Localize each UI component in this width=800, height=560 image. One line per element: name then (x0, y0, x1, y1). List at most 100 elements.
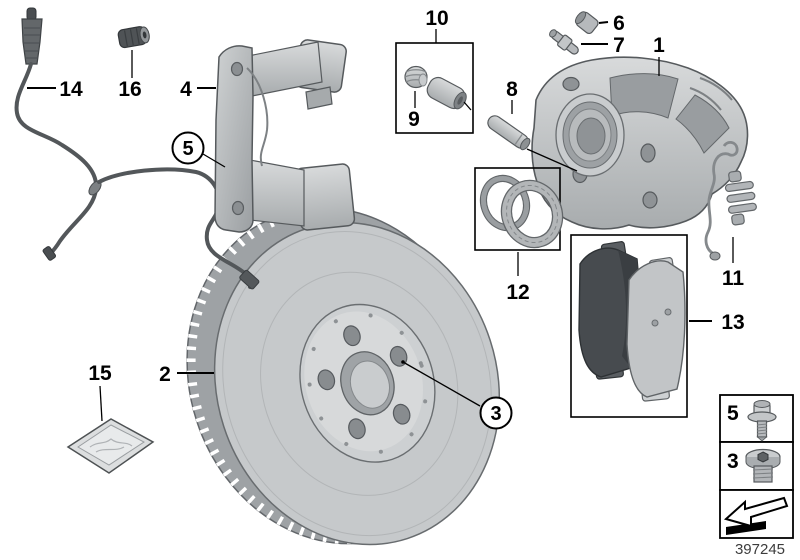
disc-hub (299, 303, 436, 463)
callout-16-label[interactable]: 16 (118, 78, 141, 101)
bushing-cap (404, 65, 428, 89)
dust-boot-inner-edge (510, 189, 554, 239)
sensor-body-ribs (24, 27, 40, 59)
caliper-piston-bore (555, 93, 625, 177)
plug-threads (752, 468, 774, 479)
disc-vane-band (186, 213, 389, 545)
callout-3-circle[interactable] (479, 396, 513, 430)
wheel-bolt-hole (317, 369, 336, 391)
brake-disc (186, 207, 501, 546)
packet-crinkles (89, 438, 133, 453)
disc-face-edge-ring (222, 230, 492, 537)
callout-7-label[interactable]: 7 (613, 34, 625, 57)
hub-center-bore-inner (349, 360, 390, 409)
carrier-bolt-hole-top (230, 61, 244, 77)
callout-1-label[interactable]: 1 (653, 34, 665, 57)
packet-inner-fold (77, 424, 145, 466)
screw-plug-icon (745, 448, 781, 483)
pad-rivet (651, 319, 659, 327)
bleeder-cap (574, 11, 599, 35)
caliper-lug-hole-right-top (640, 143, 656, 163)
callout-10-label[interactable]: 10 (425, 7, 448, 30)
guide-bushing (426, 76, 467, 110)
spring-tab-top (728, 170, 742, 183)
caliper-guide-pin (487, 115, 531, 151)
callout-12-label[interactable]: 12 (506, 281, 529, 304)
flange-bolt-icon (747, 400, 777, 442)
wheel-bolt-hole (392, 403, 411, 425)
arrow-shadow-bar (726, 521, 766, 535)
bolt-threads (756, 423, 768, 435)
callout-5-leader (202, 153, 226, 168)
piston-dust-boot (500, 179, 564, 249)
spring-slat (726, 191, 756, 203)
plug-ribs (123, 28, 140, 47)
cable-end-clip (42, 246, 57, 261)
repair-kit-box (395, 42, 474, 134)
callout-5-label[interactable]: 5 (182, 138, 193, 160)
callout-4-label[interactable]: 4 (180, 78, 192, 101)
plug-end-hole (142, 31, 147, 39)
wheel-bolt-hole (343, 325, 361, 347)
sensor-tip (26, 7, 37, 21)
callout-3-leader (402, 361, 481, 407)
spring-slat (724, 180, 754, 193)
carrier-bottom-arm (249, 159, 305, 227)
anti-rattle-spring (704, 141, 757, 261)
brake-pad-outer (626, 257, 686, 402)
callout-15-leader (99, 385, 103, 422)
bushing-leader (463, 101, 472, 111)
carrier-pad-abutment (305, 86, 333, 110)
callout-6-leader (598, 21, 609, 24)
wheel-bolt-holes (317, 325, 411, 440)
legend-bolt-label[interactable]: 5 (727, 402, 739, 425)
carrier-bolt-hole-bottom (231, 200, 245, 216)
callout-8-label[interactable]: 8 (506, 78, 518, 101)
guide-pin-to-caliper-leader (526, 148, 578, 172)
dust-boot-outer-edge (500, 179, 564, 249)
cap-face (418, 73, 428, 87)
legend-plug-label[interactable]: 3 (727, 450, 739, 473)
bolt-tip (756, 436, 768, 442)
callout-3-label[interactable]: 3 (490, 403, 501, 425)
caliper-bridge-window-left (609, 73, 679, 119)
callout-14-label[interactable]: 14 (59, 78, 83, 101)
fastener-legend: 5 3 (719, 394, 794, 539)
carrier-guide-spring-wire (246, 67, 269, 167)
disc-braking-surface-ring (260, 271, 459, 496)
callout-11-label[interactable]: 11 (722, 267, 745, 290)
caliper-carrier (214, 39, 356, 233)
piston-bore-cavity (576, 117, 606, 155)
bolt-torx-top (753, 400, 771, 408)
callout-5-circle[interactable] (171, 131, 205, 165)
callout-3-leader-dot (401, 360, 405, 364)
callout-15-label[interactable]: 15 (88, 362, 112, 385)
sensor-cable-left (14, 62, 99, 256)
callout-9-label[interactable]: 9 (408, 108, 420, 131)
plate-number: 397245 (735, 541, 785, 558)
spring-tab-bottom (731, 213, 745, 226)
plug-hex-socket (757, 451, 769, 463)
cable-end-connector (239, 269, 260, 290)
brake-caliper (531, 56, 749, 230)
caliper-fins (689, 77, 733, 111)
sensor-body (21, 18, 43, 65)
spring-slat (727, 202, 757, 214)
pad-backing-plate (626, 260, 686, 398)
callout-2-label[interactable]: 2 (159, 363, 171, 386)
spring-slat-plate (724, 170, 757, 226)
grease-packet (66, 418, 155, 474)
pad-rivet (664, 308, 672, 316)
bolt-shank (756, 420, 768, 438)
guide-pin-end (519, 137, 531, 151)
spring-wire (704, 141, 739, 256)
guide-pin-collar (514, 134, 523, 145)
bleeder-valve (549, 29, 579, 55)
dust-boot-groove (505, 184, 559, 244)
bleeder-valve-hex (557, 34, 573, 51)
callout-13-label[interactable]: 13 (721, 311, 744, 334)
caliper-top-lug-hole (562, 76, 580, 92)
callout-6-label[interactable]: 6 (613, 12, 625, 35)
